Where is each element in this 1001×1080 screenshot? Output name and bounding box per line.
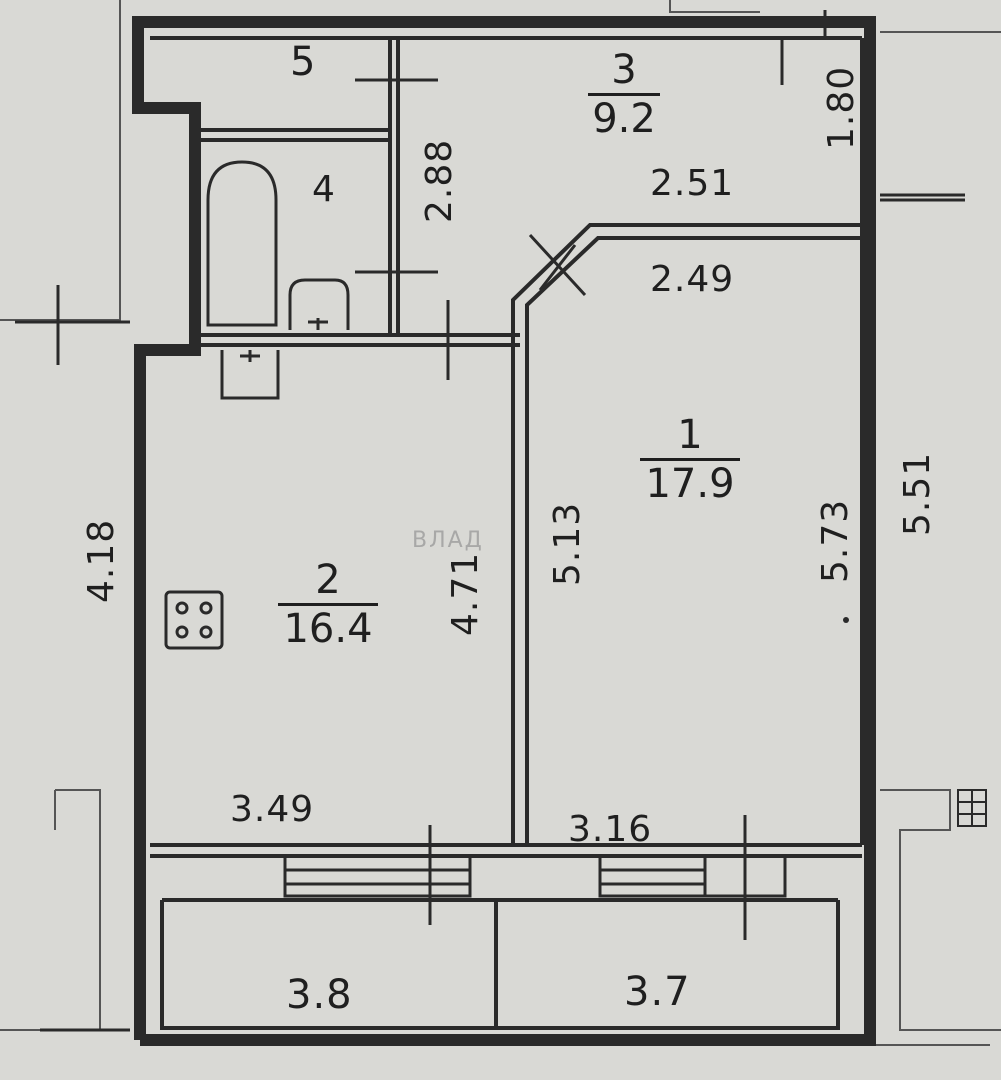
inner-walls xyxy=(150,36,864,1030)
bathtub-icon xyxy=(206,160,278,327)
toilet-icon xyxy=(220,350,280,400)
dim-2-51: 2.51 xyxy=(650,163,735,204)
dim-3-8: 3.8 xyxy=(286,972,353,1018)
room-5-number: 5 xyxy=(290,39,317,85)
room-2-number: 2 xyxy=(315,557,341,603)
room-1-label: 1 17.9 xyxy=(640,415,740,504)
dim-2-49: 2.49 xyxy=(650,259,735,300)
stove-icon xyxy=(164,590,224,650)
room-2-label: 2 16.4 xyxy=(278,560,378,649)
marker-dot xyxy=(843,617,849,623)
dim-5-51: 5.51 xyxy=(897,451,938,536)
door-swing xyxy=(528,233,587,297)
windows xyxy=(283,854,787,898)
dim-3-7: 3.7 xyxy=(624,969,691,1015)
watermark: ВЛАД xyxy=(412,528,484,553)
dim-1-80: 1.80 xyxy=(821,65,862,150)
dim-2-88: 2.88 xyxy=(419,138,460,223)
dim-3-49: 3.49 xyxy=(230,789,315,830)
room-2-area: 16.4 xyxy=(283,606,373,652)
dim-4-18: 4.18 xyxy=(81,518,122,603)
room-4-number: 4 xyxy=(312,169,336,210)
dim-4-71: 4.71 xyxy=(445,551,486,636)
room-1-area: 17.9 xyxy=(645,461,735,507)
dim-5-73: 5.73 xyxy=(815,498,856,583)
outer-walls xyxy=(132,16,876,1046)
radiator-icon xyxy=(957,789,987,827)
room-3-number: 3 xyxy=(611,47,637,93)
room-3-label: 3 9.2 xyxy=(588,50,660,139)
room-3-area: 9.2 xyxy=(592,96,656,142)
sink-icon xyxy=(288,278,350,330)
dim-3-16: 3.16 xyxy=(568,809,653,850)
room-1-number: 1 xyxy=(677,412,703,458)
dimension-ticks xyxy=(15,10,965,1032)
dim-5-13: 5.13 xyxy=(547,501,588,586)
